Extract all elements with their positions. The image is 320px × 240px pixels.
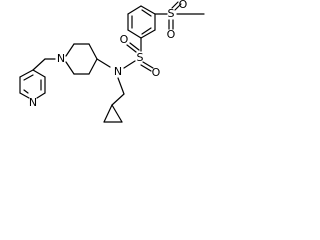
sulfonyl-double-bond-2 [126, 44, 137, 53]
sulfonamide-nitrogen-label: N [114, 65, 122, 78]
c4-to-sulfonamide-n-bond [96, 58, 111, 68]
chemical-structure-diagram: N N N S O O [19, 0, 205, 123]
methylsulfonyl-oxygen-2-label: O [167, 28, 176, 41]
benzene-ring [127, 5, 156, 39]
piperidine-nitrogen-label: N [57, 52, 65, 65]
piperidine-ring [65, 43, 98, 75]
sulfonyl-double-bond-1 [142, 61, 154, 69]
sulfonyl-double-bond-1b [140, 64, 152, 72]
sulfonyl-oxygen-1-label: O [152, 66, 161, 79]
pyridine-ring [19, 69, 46, 99]
cyclopropylmethyl-group [103, 77, 125, 123]
methylsulfonyl-sulfur-label: S [168, 7, 175, 20]
sulfonyl-oxygen-2-label: O [120, 33, 129, 46]
methylsulfonyl-oxygen-1-label: O [179, 0, 188, 11]
methylsulfonyl-double-bond-1 [171, 1, 179, 9]
sulfonyl-sulfur-label: S [137, 51, 144, 64]
methylsulfonyl-double-bond-1b [174, 3, 182, 11]
pyridine-nitrogen-label: N [29, 96, 37, 109]
n-to-sulfonyl-s-bond [123, 60, 136, 69]
benzylic-ch2-bond [32, 58, 46, 71]
sulfonyl-double-bond-2b [129, 42, 140, 51]
